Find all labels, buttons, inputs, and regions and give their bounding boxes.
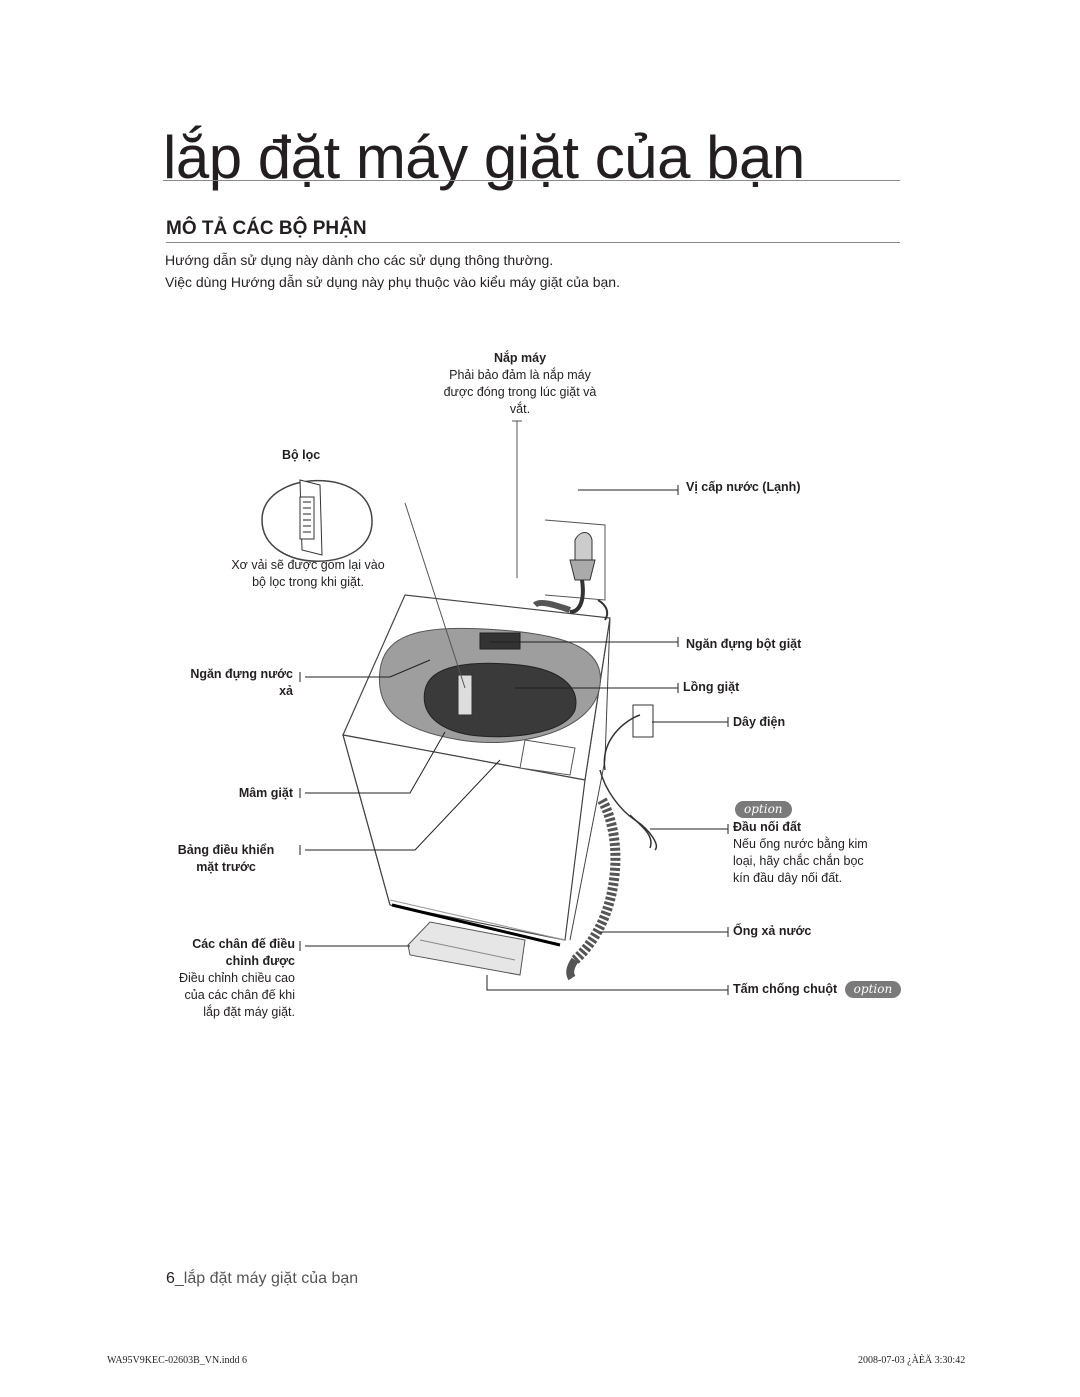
title-divider [163,180,900,181]
feet-desc-1: Điều chỉnh chiều cao [178,971,295,985]
softener-line-2: xả [279,684,293,698]
ground-desc-2: loại, hãy chắc chắn bọc [733,854,864,868]
feet-desc-3: lắp đặt máy giặt. [203,1005,295,1019]
faucet-label: Vị cấp nước (Lạnh) [686,480,801,494]
lid-title: Nắp máy [493,351,547,365]
feet-line-2: chỉnh được [225,954,295,968]
option-badge: option [735,801,792,818]
feet-label: Các chân đế điều chỉnh được Điều chỉnh c… [100,936,295,1021]
softener-label: Ngăn đựng nước xả [100,666,293,700]
intro-line-1: Hướng dẫn sử dụng này dành cho các sử dụ… [165,252,554,268]
section-title: MÔ TẢ CÁC BỘ PHẬN [166,218,367,239]
option-badge-ground: option [735,800,792,818]
ground-desc-1: Nếu ống nước bằng kim [733,837,868,851]
lid-desc-3: vắt. [509,402,531,416]
page-title: lắp đặt máy giặt của bạn [163,124,805,191]
control-panel-label: Bảng điều khiển mặt trước [160,842,292,876]
intro-line-2: Việc dùng Hướng dẫn sử dụng này phụ thuộ… [165,274,620,290]
ground-desc-3: kín đầu dây nối đất. [733,871,843,885]
lid-desc-2: được đóng trong lúc giặt và [443,385,597,399]
lid-desc-1: Phải bảo đảm là nắp máy [449,368,591,382]
running-footer: 6_lắp đặt máy giặt của bạn [166,1270,358,1288]
detergent-label: Ngăn đựng bột giặt [686,637,802,651]
panel-line-1: Bảng điều khiển [177,843,275,857]
pulsator-label: Mâm giặt [238,786,293,800]
filter-desc: Xơ vải sẽ được gom lại vào bộ lọc trong … [208,557,408,591]
drain-hose-label: Ống xả nước [733,924,812,938]
filter-desc-1: Xơ vải sẽ được gom lại vào [231,558,385,572]
softener-line-1: Ngăn đựng nước [190,667,293,681]
panel-line-2: mặt trước [196,860,256,874]
date-info: 2008-07-03 ¿ÀÈÄ 3:30:42 [858,1355,966,1366]
rat-guard-title: Tấm chống chuột [733,982,838,996]
page-number: 6 [166,1270,175,1287]
feet-desc-2: của các chân đế khi [184,988,296,1002]
lid-label: Nắp máy Phải bảo đảm là nắp máy được đón… [420,350,620,418]
power-cord-label: Dây điện [733,715,786,729]
ground-label: Đầu nối đất Nếu ống nước bằng kim loại, … [733,819,868,887]
tub-label: Lồng giặt [683,680,740,694]
feet-line-1: Các chân đế điều [192,937,295,951]
rat-guard-label: Tấm chống chuột option [733,981,902,998]
file-info: WA95V9KEC-02603B_VN.indd 6 [107,1355,247,1366]
ground-title: Đầu nối đất [733,820,802,834]
running-title: _lắp đặt máy giặt của bạn [174,1270,359,1287]
filter-title: Bộ lọc [282,448,321,462]
section-divider [166,242,900,243]
filter-inset-circle [261,479,373,562]
option-badge: option [844,981,902,998]
filter-desc-2: bộ lọc trong khi giặt. [252,575,364,589]
